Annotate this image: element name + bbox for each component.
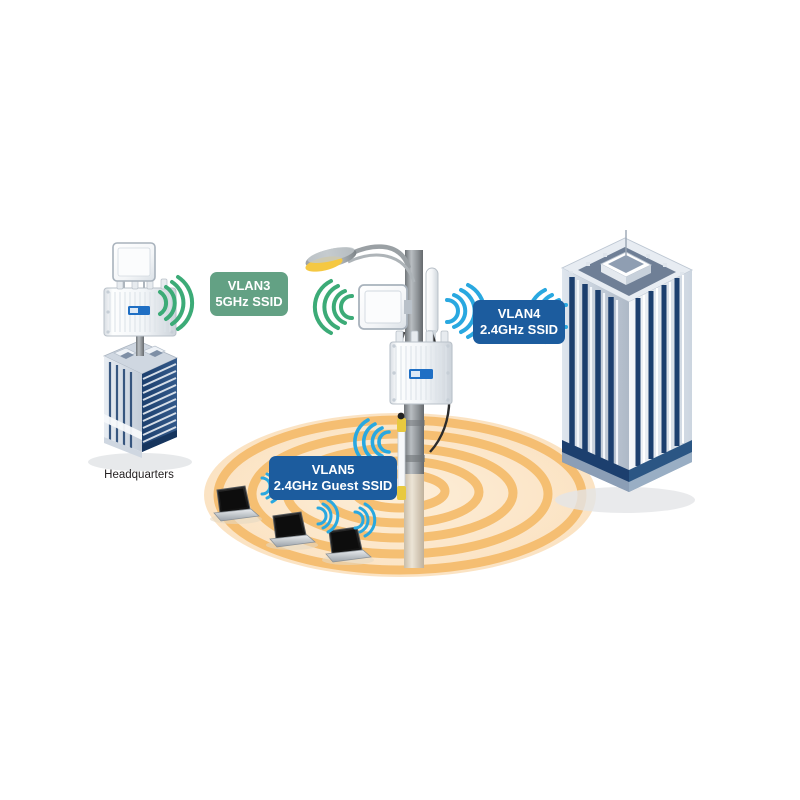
- client-laptops: [210, 468, 377, 565]
- headquarters-group: Headquarters: [88, 242, 195, 481]
- badge-vlan4-line1: VLAN4: [498, 306, 541, 321]
- badge-vlan3[interactable]: VLAN3 5GHz SSID: [210, 272, 288, 316]
- panel-antenna-pole: [358, 284, 412, 330]
- right-building: [560, 230, 694, 492]
- left-access-point: [103, 242, 177, 337]
- list-item: [322, 526, 374, 565]
- badge-vlan3-line2: 5GHz SSID: [215, 294, 282, 309]
- building-shadow: [88, 453, 192, 471]
- street-pole-group: [305, 244, 487, 568]
- signal-arcs-green-left: [158, 275, 195, 331]
- panel-antenna-left: [112, 242, 156, 288]
- wifi-icon: [316, 498, 340, 534]
- wifi-icon: [353, 502, 377, 538]
- list-item: [210, 485, 262, 524]
- badge-vlan4[interactable]: VLAN4 2.4GHz SSID: [473, 300, 565, 344]
- badge-vlan5[interactable]: VLAN5 2.4GHz Guest SSID: [269, 456, 397, 500]
- list-item: [266, 511, 318, 550]
- headquarters-label: Headquarters: [104, 469, 174, 481]
- tower-shadow: [555, 487, 695, 513]
- pole-base: [404, 470, 424, 568]
- ap-mast-left: [136, 330, 144, 356]
- badge-vlan3-line1: VLAN3: [228, 278, 271, 293]
- guest-antenna: [397, 412, 406, 500]
- badge-vlan4-line2: 2.4GHz SSID: [480, 322, 558, 337]
- street-lamp: [305, 244, 416, 283]
- left-building: [103, 340, 178, 458]
- badge-vlan5-line1: VLAN5: [312, 462, 355, 477]
- badge-vlan5-line2: 2.4GHz Guest SSID: [274, 478, 392, 493]
- pole-mid: [404, 398, 424, 474]
- omni-antenna: [425, 267, 439, 340]
- pole-access-point: [389, 341, 453, 405]
- signal-arcs-green-pole: [312, 279, 354, 335]
